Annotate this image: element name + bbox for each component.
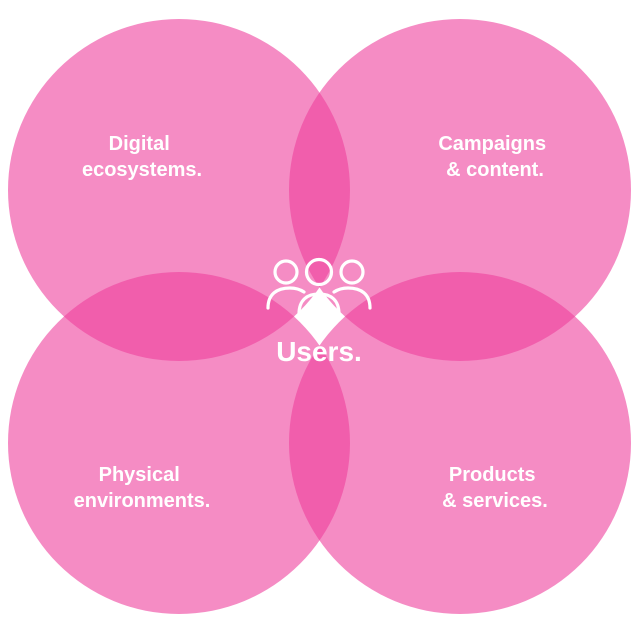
label-digital: Digital ecosystems. xyxy=(82,133,202,181)
circle-physical xyxy=(8,272,350,614)
center-label: Users. xyxy=(276,336,362,367)
users-group-icon xyxy=(266,257,372,316)
circle-campaigns xyxy=(289,19,631,361)
label-physical: Physical environments. xyxy=(74,464,211,512)
label-products: Products & services. xyxy=(442,464,548,512)
circle-products xyxy=(289,272,631,614)
label-campaigns: Campaigns & content. xyxy=(438,133,551,181)
circle-digital xyxy=(8,19,350,361)
